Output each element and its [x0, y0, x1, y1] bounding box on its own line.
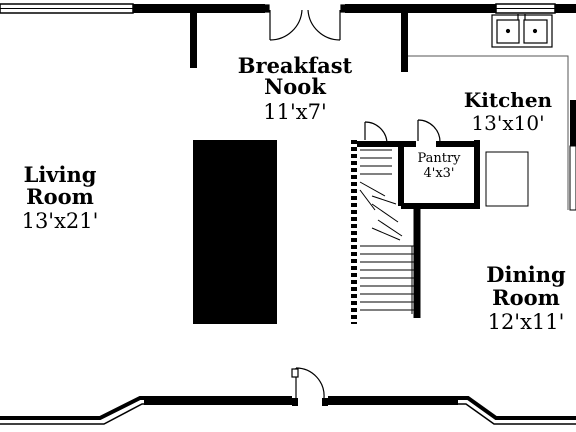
window-kitchen: [495, 3, 556, 14]
breakfast-nook-label-line2: Nook: [264, 74, 326, 99]
wall-stub-right: [401, 12, 408, 72]
kitchen-sink: [491, 14, 553, 48]
double-door-top: [264, 4, 346, 41]
living-room-label-line1: Living: [24, 162, 97, 187]
wall-stub-left: [190, 12, 197, 68]
kitchen-counter: [408, 55, 569, 210]
kitchen-label: Kitchen: [464, 88, 553, 112]
fireplace-block: [193, 140, 277, 324]
breakfast-nook-label-line1: Breakfast: [238, 53, 353, 78]
pantry-dimensions: 4'x3': [423, 166, 454, 181]
kitchen-dimensions: 13'x10': [471, 111, 544, 135]
pantry-label: Pantry: [417, 151, 461, 166]
pantry-door: [417, 119, 441, 143]
dining-room-label-line1: Dining: [486, 262, 566, 287]
window-top-left: [0, 3, 134, 14]
dining-room-label-line2: Room: [492, 285, 560, 310]
living-room-dimensions: 13'x21': [22, 209, 99, 233]
right-wall: [569, 100, 576, 211]
staircase: [351, 121, 421, 324]
bottom-wall: [0, 396, 576, 425]
dining-room-dimensions: 12'x11': [488, 310, 565, 334]
pantry-walls: [401, 140, 480, 209]
kitchen-island: [485, 151, 529, 207]
breakfast-nook-dimensions: 11'x7': [263, 100, 326, 124]
front-door: [291, 367, 325, 400]
living-room-label-line2: Room: [26, 184, 94, 209]
